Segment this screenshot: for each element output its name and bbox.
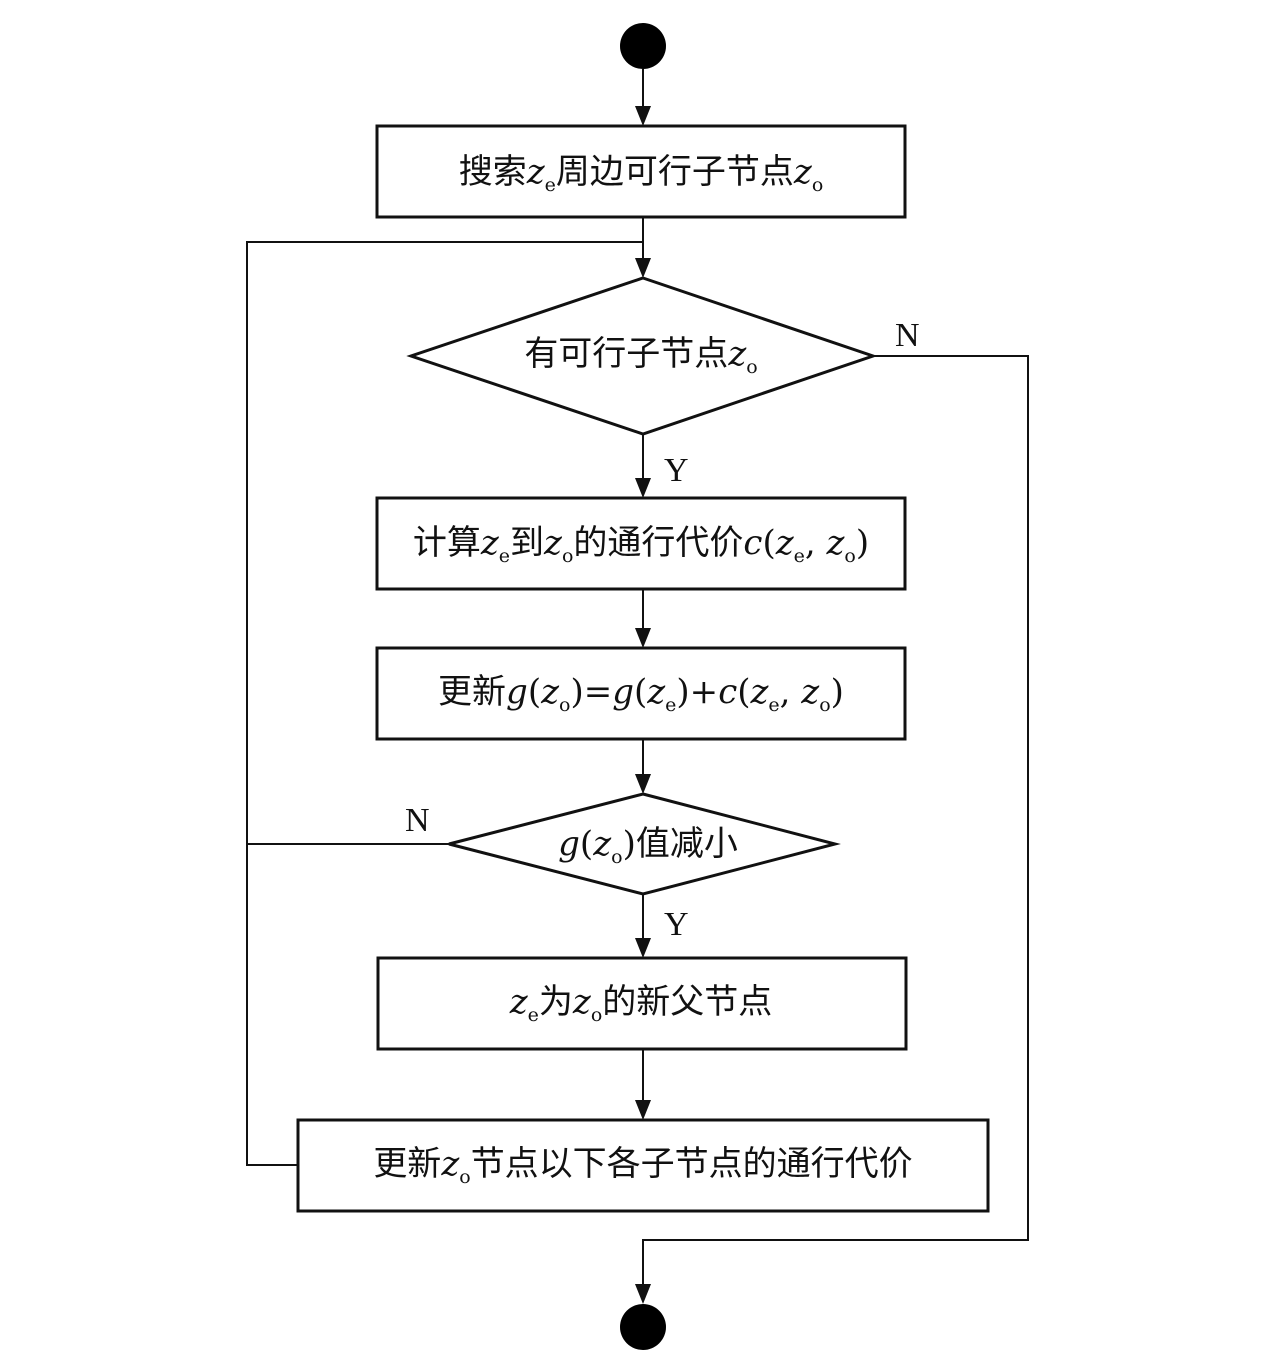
arrow-start-to-search <box>635 69 651 126</box>
start-node <box>620 23 666 69</box>
g-decrease-label: g(zo)值减小 <box>558 824 738 868</box>
has-child-yes-label: Y <box>664 452 689 489</box>
arrow-update-to-decrease <box>635 739 651 794</box>
has-child-label: 有可行子节点zo <box>524 334 757 378</box>
arrow-search-to-has-child <box>635 217 651 278</box>
update-g-box <box>375 646 907 741</box>
end-node <box>620 1304 666 1350</box>
has-child-no-label: N <box>895 317 920 354</box>
g-decrease-no-label: N <box>405 802 430 839</box>
new-parent-box <box>376 956 908 1051</box>
has-child-no-line <box>642 355 1029 1290</box>
calc-cost-box <box>375 496 907 591</box>
loop-back-line <box>246 241 643 1166</box>
search-box <box>375 124 907 219</box>
calc-cost-label: 计算ze到zo的通行代价c(ze, zo) <box>413 523 869 567</box>
arrow-to-end <box>635 1284 651 1304</box>
g-decrease-yes-label: Y <box>664 906 689 943</box>
update-children-label: 更新zo节点以下各子节点的通行代价 <box>373 1144 912 1188</box>
update-g-label: 更新g(zo)=g(ze)+c(ze, zo) <box>438 672 844 716</box>
arrow-has-child-yes <box>635 434 651 498</box>
new-parent-label: ze为zo的新父节点 <box>509 982 773 1026</box>
search-label: 搜索ze周边可行子节点zo <box>459 152 824 196</box>
arrow-calc-to-update <box>635 589 651 648</box>
arrow-parent-to-children <box>635 1049 651 1120</box>
update-children-box <box>296 1118 990 1213</box>
arrow-g-decrease-yes <box>635 894 651 958</box>
